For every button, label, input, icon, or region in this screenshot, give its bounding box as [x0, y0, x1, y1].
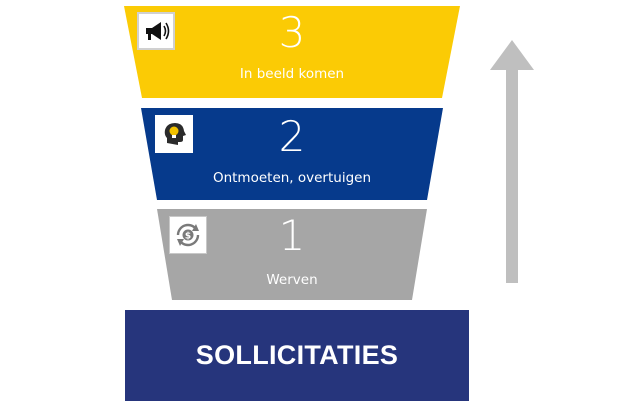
- up-arrow-icon: [490, 40, 534, 283]
- level-3-number: 3: [278, 8, 306, 57]
- funnel-level-2-shape: [141, 108, 443, 200]
- head-lightbulb-icon: [155, 115, 193, 153]
- funnel-level-3-shape: [124, 6, 460, 98]
- base-box: SOLLICITATIES: [125, 310, 469, 401]
- megaphone-icon: [137, 12, 175, 50]
- funnel-level-3: 3 In beeld komen: [124, 6, 460, 98]
- level-1-label: Werven: [266, 272, 318, 288]
- funnel-level-1: $ 1 Werven: [157, 209, 427, 300]
- level-2-label: Ontmoeten, overtuigen: [212, 170, 372, 186]
- funnel-level-2: 2 Ontmoeten, overtuigen: [141, 108, 443, 200]
- base-title: SOLLICITATIES: [195, 340, 399, 370]
- coin-cycle-icon: $: [169, 216, 207, 254]
- level-3-label: In beeld komen: [239, 66, 345, 82]
- svg-text:$: $: [185, 232, 191, 242]
- funnel-level-1-shape: [157, 209, 427, 300]
- level-2-number: 2: [278, 112, 306, 161]
- level-1-number: 1: [278, 211, 306, 260]
